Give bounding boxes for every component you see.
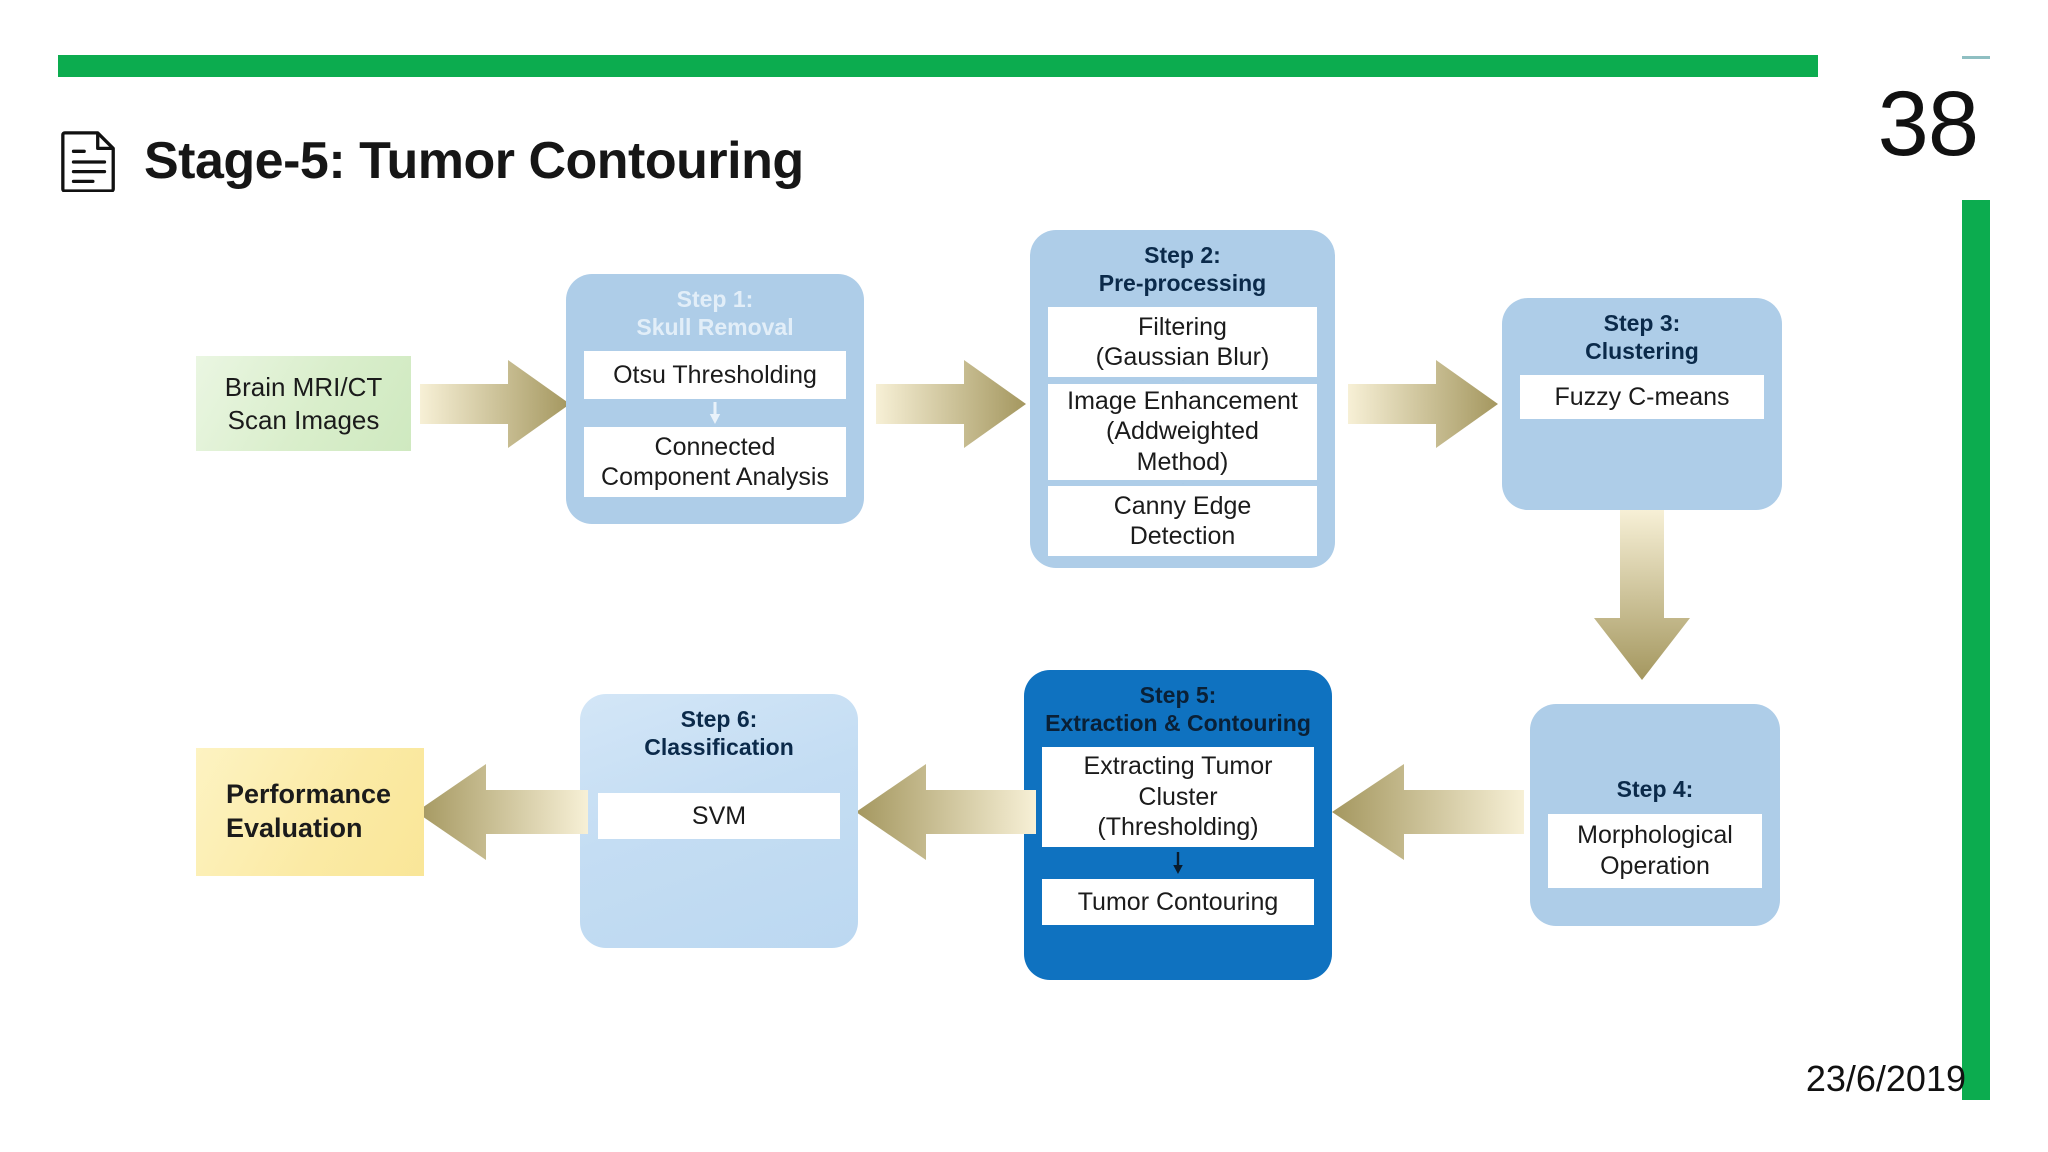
step-2-item-2: Image Enhancement (Addweighted Method) bbox=[1048, 383, 1317, 480]
arrow-step4-to-step5 bbox=[1332, 762, 1524, 862]
slide-date: 23/6/2019 bbox=[1805, 1058, 1966, 1099]
step-2-item-2-line2: (Addweighted bbox=[1106, 417, 1259, 446]
step-1-heading-line2: Skull Removal bbox=[636, 313, 794, 340]
step-3-heading-line1: Step 3: bbox=[1603, 310, 1681, 336]
step-5-item-2: Tumor Contouring bbox=[1042, 879, 1314, 926]
step-6-heading-line2: Classification bbox=[644, 733, 794, 760]
step-4-heading: Step 4: bbox=[1617, 776, 1694, 804]
document-icon bbox=[61, 131, 115, 192]
step-6-heading-line1: Step 6: bbox=[680, 706, 758, 732]
step-1-item-2: Connected Component Analysis bbox=[584, 427, 846, 498]
input-line-2: Scan Images bbox=[227, 404, 380, 435]
top-accent-bar bbox=[58, 55, 1818, 77]
step-2-item-2-line1: Image Enhancement bbox=[1067, 386, 1298, 415]
step-6-heading: Step 6: Classification bbox=[644, 706, 794, 761]
arrow-step6-to-output bbox=[416, 762, 588, 862]
step-4-morphological-operation: Step 4: Morphological Operation bbox=[1530, 704, 1780, 926]
step-2-item-3-line1: Canny Edge bbox=[1113, 491, 1252, 520]
step-5-item-1-line2: Cluster bbox=[1138, 782, 1218, 811]
step-2-item-3: Canny Edge Detection bbox=[1048, 486, 1317, 556]
step-6-item-1: SVM bbox=[598, 793, 840, 840]
step-2-item-1-line2: (Gaussian Blur) bbox=[1095, 343, 1270, 372]
step-3-item-1: Fuzzy C-means bbox=[1520, 375, 1764, 420]
step-1-heading-line1: Step 1: bbox=[676, 286, 754, 312]
step-2-item-2-line3: Method) bbox=[1136, 447, 1229, 476]
step-6-classification: Step 6: Classification SVM bbox=[580, 694, 858, 948]
step-5-item-1-line1: Extracting Tumor bbox=[1083, 752, 1273, 781]
arrow-step1-to-step2 bbox=[876, 358, 1026, 450]
step-2-item-1-line1: Filtering bbox=[1138, 312, 1227, 341]
step-5-item-1: Extracting Tumor Cluster (Thresholding) bbox=[1042, 747, 1314, 848]
step-3-heading-line2: Clustering bbox=[1585, 337, 1699, 364]
arrow-step3-to-step4 bbox=[1592, 510, 1692, 682]
step-1-internal-arrow-icon bbox=[709, 402, 721, 425]
step-5-heading: Step 5: Extraction & Contouring bbox=[1045, 682, 1311, 737]
right-accent-bar bbox=[1962, 200, 1990, 1100]
arrow-step2-to-step3 bbox=[1348, 358, 1498, 450]
step-5-extraction-and-contouring: Step 5: Extraction & Contouring Extracti… bbox=[1024, 670, 1332, 980]
step-5-heading-line1: Step 5: bbox=[1139, 682, 1217, 708]
page-title: Stage-5: Tumor Contouring bbox=[144, 132, 804, 190]
step-3-clustering: Step 3: Clustering Fuzzy C-means bbox=[1502, 298, 1782, 510]
step-1-item-1-line1: Otsu Thresholding bbox=[613, 360, 817, 389]
title-row: Stage-5: Tumor Contouring bbox=[60, 130, 804, 192]
step-3-heading: Step 3: Clustering bbox=[1585, 310, 1699, 365]
slide-number: 38 bbox=[1877, 73, 1979, 175]
step-2-heading-line2: Pre-processing bbox=[1098, 269, 1267, 296]
step-2-item-3-line2: Detection bbox=[1129, 522, 1236, 550]
step-4-item-1-line1: Morphological bbox=[1577, 821, 1733, 850]
input-line-1: Brain MRI/CT bbox=[224, 372, 383, 402]
step-4-item-1: Morphological Operation bbox=[1548, 813, 1762, 888]
output-line-1: Performance bbox=[226, 779, 392, 810]
step-5-item-2-line1: Tumor Contouring bbox=[1077, 887, 1279, 916]
arrow-step5-to-step6 bbox=[856, 762, 1036, 862]
step-5-internal-arrow-icon bbox=[1173, 852, 1183, 875]
input-node-brain-scans: Brain MRI/CT Scan Images bbox=[196, 356, 411, 451]
step-1-item-2-line2: Component Analysis bbox=[601, 463, 829, 492]
output-node-performance-evaluation: Performance Evaluation bbox=[196, 748, 424, 876]
arrow-input-to-step1 bbox=[420, 358, 570, 450]
step-5-heading-line2: Extraction & Contouring bbox=[1045, 709, 1311, 736]
step-2-item-1: Filtering (Gaussian Blur) bbox=[1048, 307, 1317, 378]
step-6-item-1-line1: SVM bbox=[691, 801, 747, 830]
step-4-heading-line1: Step 4: bbox=[1616, 776, 1694, 803]
step-1-skull-removal: Step 1: Skull Removal Otsu Thresholding … bbox=[566, 274, 864, 524]
step-1-heading: Step 1: Skull Removal bbox=[636, 286, 793, 341]
step-5-item-1-line3: (Thresholding) bbox=[1097, 813, 1259, 842]
step-2-heading: Step 2: Pre-processing bbox=[1099, 242, 1266, 297]
pipeline-diagram: Brain MRI/CT Scan Images Step 1: Skull R… bbox=[0, 180, 2000, 1120]
step-1-item-1: Otsu Thresholding bbox=[584, 351, 846, 400]
output-line-2: Evaluation bbox=[226, 813, 363, 843]
step-2-heading-line1: Step 2: bbox=[1144, 242, 1221, 268]
step-4-item-1-line2: Operation bbox=[1600, 851, 1710, 880]
step-2-pre-processing: Step 2: Pre-processing Filtering (Gaussi… bbox=[1030, 230, 1335, 568]
step-3-item-1-line1: Fuzzy C-means bbox=[1554, 382, 1730, 411]
top-right-tick-mark bbox=[1962, 56, 1990, 59]
step-1-item-2-line1: Connected bbox=[654, 432, 776, 461]
